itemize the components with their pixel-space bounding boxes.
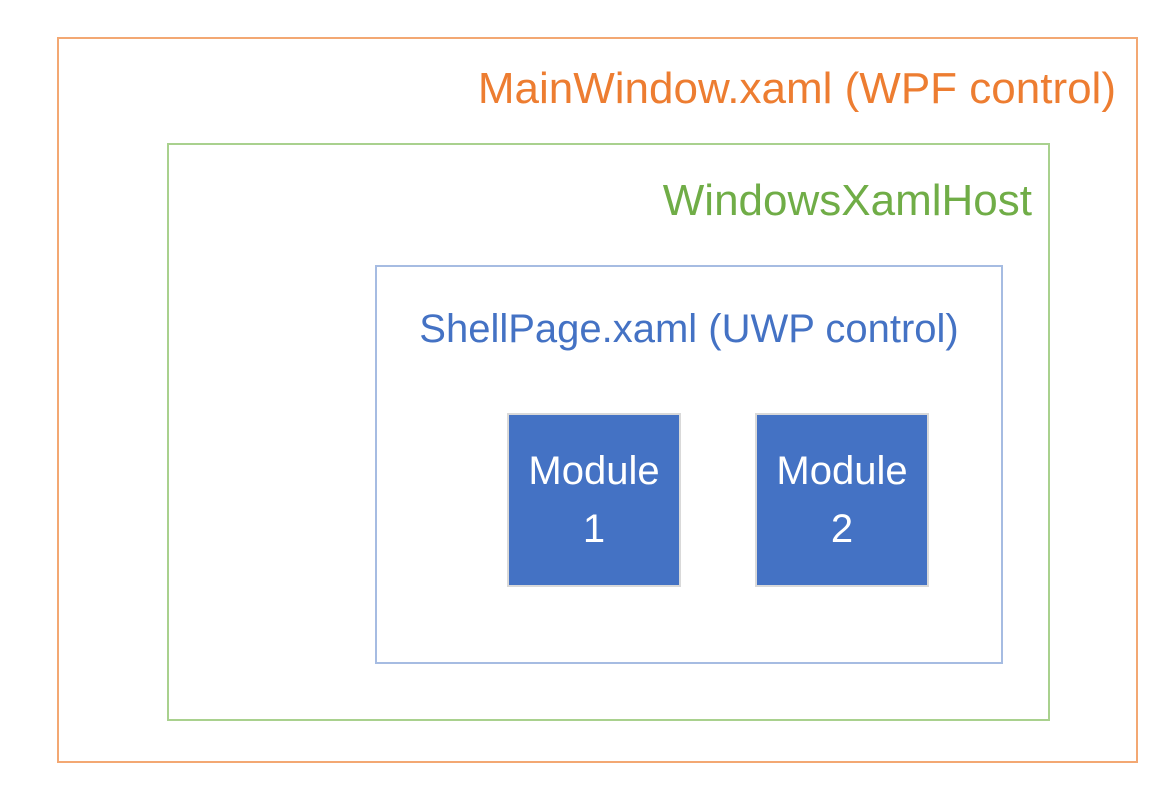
windowsxamlhost-label: WindowsXamlHost bbox=[662, 176, 1032, 225]
module-1-label-line1: Module bbox=[528, 449, 660, 493]
module-2-label-line1: Module bbox=[776, 449, 908, 493]
module-2-box: Module 2 bbox=[755, 413, 929, 587]
windowsxamlhost-box: WindowsXamlHost ShellPage.xaml (UWP cont… bbox=[167, 143, 1050, 721]
shellpage-label: ShellPage.xaml (UWP control) bbox=[419, 307, 959, 351]
mainwindow-label: MainWindow.xaml (WPF control) bbox=[477, 64, 1116, 113]
module-1-label: Module 1 bbox=[528, 442, 659, 558]
module-2-label-line2: 2 bbox=[830, 507, 854, 551]
shellpage-box: ShellPage.xaml (UWP control) Module 1 Mo… bbox=[375, 265, 1003, 664]
mainwindow-box: MainWindow.xaml (WPF control) WindowsXam… bbox=[57, 37, 1138, 763]
module-1-box: Module 1 bbox=[507, 413, 681, 587]
module-1-label-line2: 1 bbox=[582, 507, 606, 551]
module-2-label: Module 2 bbox=[776, 442, 907, 558]
